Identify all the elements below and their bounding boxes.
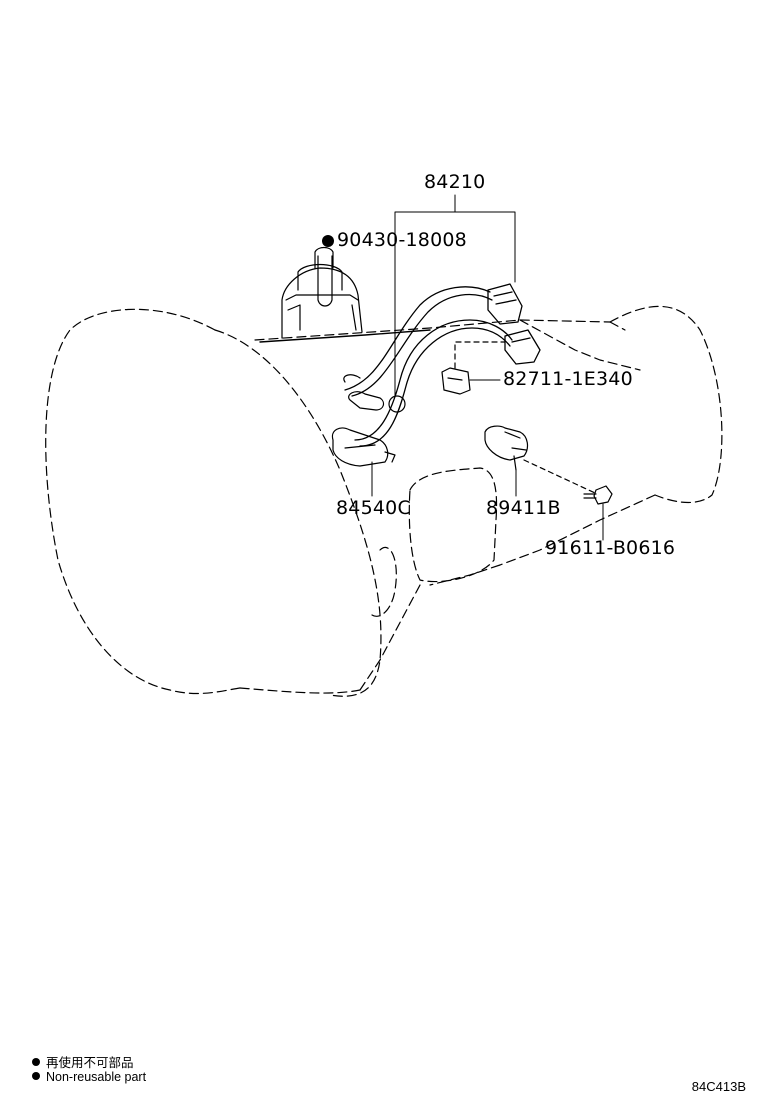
legend-english: Non-reusable part bbox=[32, 1070, 146, 1084]
label-bolt: 91611-B0616 bbox=[545, 537, 676, 559]
leader-lines bbox=[371, 194, 604, 541]
harness-clamp bbox=[441, 367, 471, 395]
label-gasket: 90430-18008 bbox=[322, 229, 467, 251]
diagram-code: 84C413B bbox=[691, 1079, 746, 1094]
label-clamp: 82711-1E340 bbox=[503, 368, 633, 390]
label-neutral-switch: 84540C bbox=[336, 497, 411, 519]
case-top-edge bbox=[259, 329, 431, 343]
bell-housing bbox=[45, 308, 382, 697]
neutral-switch bbox=[331, 374, 396, 467]
transmission-case bbox=[254, 305, 723, 691]
legend-japanese-text: 再使用不可部品 bbox=[46, 1056, 134, 1070]
wiring-harness bbox=[344, 283, 541, 447]
clamp-guide-line bbox=[454, 341, 506, 369]
legend-japanese: 再使用不可部品 bbox=[32, 1052, 134, 1071]
legend-english-text: Non-reusable part bbox=[46, 1070, 147, 1084]
legend-bullet-icon bbox=[32, 1072, 40, 1080]
label-speed-sensor: 89411B bbox=[486, 497, 561, 519]
bolt bbox=[583, 485, 613, 505]
label-gasket-text: 90430-18008 bbox=[337, 229, 467, 251]
label-harness: 84210 bbox=[424, 171, 486, 193]
gasket-ring bbox=[388, 395, 406, 413]
speed-sensor bbox=[484, 425, 529, 471]
sensor-guide-line bbox=[523, 459, 596, 494]
shift-lever-housing bbox=[281, 246, 363, 339]
legend-bullet-icon bbox=[32, 1058, 40, 1066]
non-reusable-marker-icon bbox=[322, 235, 334, 247]
